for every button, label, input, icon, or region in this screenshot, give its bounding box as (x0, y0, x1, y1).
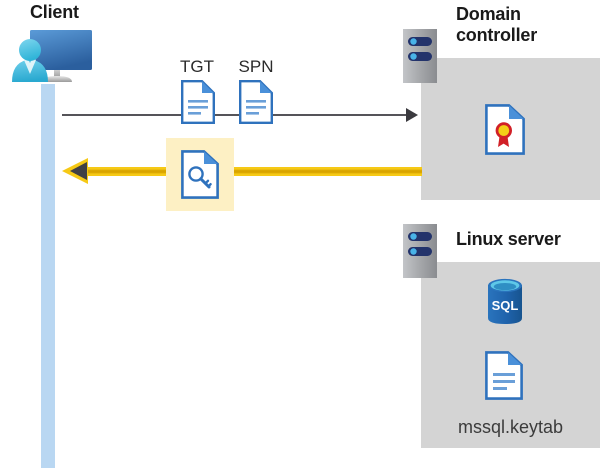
request-arrowhead-icon (406, 108, 418, 122)
client-computer-user-icon (4, 26, 96, 90)
response-arrow-line (86, 167, 422, 176)
certificate-document-icon (485, 104, 525, 155)
spn-label: SPN (238, 57, 274, 76)
spn-document-icon (239, 80, 273, 124)
tgt-label: TGT (180, 57, 214, 76)
sql-database-label: SQL (492, 298, 519, 313)
keytab-document-icon (485, 351, 523, 400)
linux-server-title: Linux server (456, 229, 561, 249)
domain-controller-title: Domain controller (456, 4, 538, 45)
client-lifeline (41, 84, 55, 468)
request-arrow-line (62, 114, 410, 116)
sql-database-icon: SQL (486, 277, 524, 326)
linux-server-rack-icon (403, 224, 437, 278)
response-arrowhead-icon (70, 162, 87, 180)
domain-controller-server-rack-icon (403, 29, 437, 83)
key-document-icon (181, 150, 219, 199)
tgt-document-icon (181, 80, 215, 124)
client-title: Client (30, 2, 79, 22)
keytab-filename-label: mssql.keytab (457, 417, 564, 437)
